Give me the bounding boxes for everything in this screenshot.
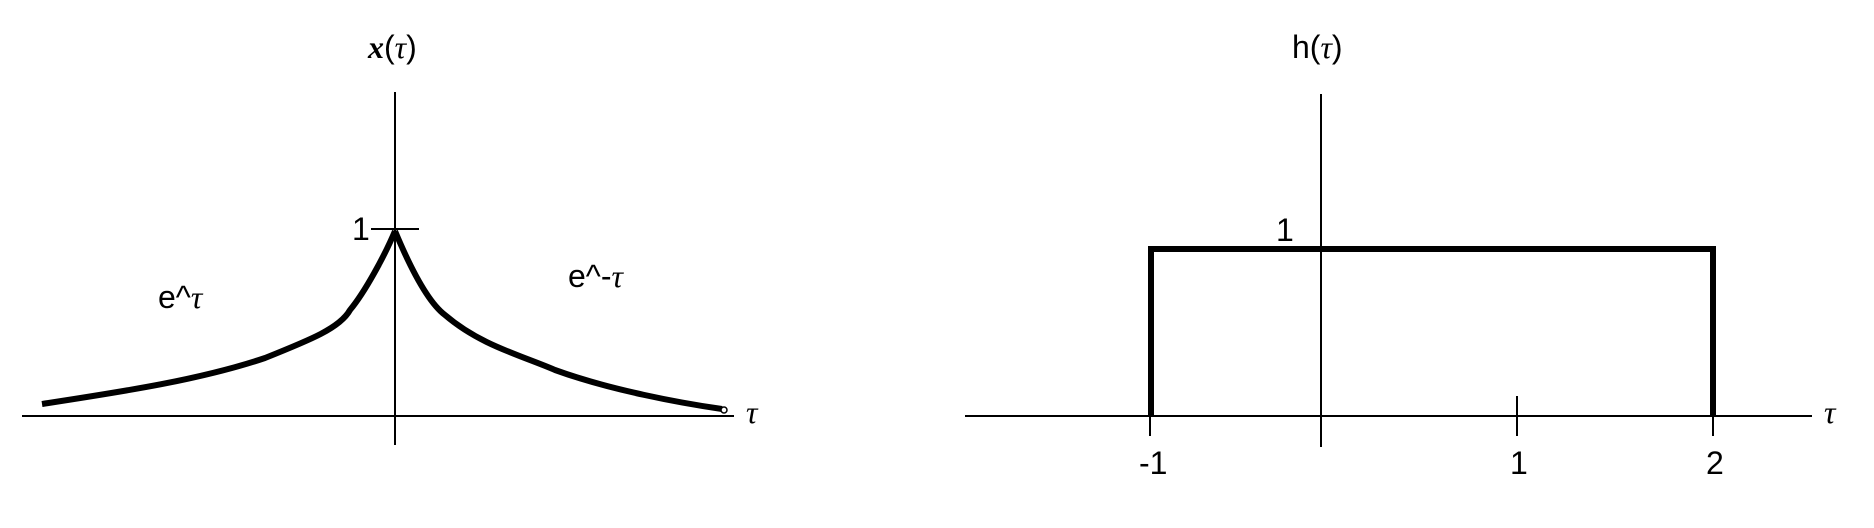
right-axis-variable: τ [1824, 394, 1837, 430]
right-curve-exp-neg-tau [392, 229, 723, 412]
left-axis-variable: τ [746, 394, 759, 430]
left-title-symbol: x [367, 29, 384, 65]
right-x-tick-label-2: 2 [1706, 445, 1724, 481]
rect-pulse [1148, 246, 1716, 416]
left-curve-label-text: e^ [158, 279, 191, 315]
left-title-open-paren: ( [384, 29, 395, 65]
right-plot-title: h(τ) [1292, 29, 1343, 65]
right-title-close-paren: ) [1332, 29, 1343, 65]
right-curve-label-var: τ [611, 258, 624, 294]
left-title-variable: τ [395, 29, 408, 65]
left-plot-title: x(τ) [367, 29, 417, 65]
left-y-tick-label: 1 [352, 211, 370, 247]
left-curve-exp-tau [41, 229, 398, 407]
left-curve-label: e^τ [158, 279, 204, 315]
right-title-symbol: h [1292, 29, 1310, 65]
curve-end-dot [720, 406, 728, 414]
right-plot: h(τ) 1 -1 1 2 τ [965, 29, 1837, 481]
right-x-tick-label-1: 1 [1510, 445, 1528, 481]
left-curve-label-var: τ [191, 279, 204, 315]
left-plot: x(τ) 1 e^τ e^-τ τ [22, 29, 759, 445]
right-title-variable: τ [1320, 29, 1333, 65]
right-curve-label: e^-τ [568, 258, 624, 294]
right-curve-label-text: e^- [568, 258, 611, 294]
left-title-close-paren: ) [406, 29, 417, 65]
right-title-open-paren: ( [1310, 29, 1321, 65]
right-level-label: 1 [1276, 212, 1294, 248]
right-x-tick-label-neg1: -1 [1139, 445, 1167, 481]
